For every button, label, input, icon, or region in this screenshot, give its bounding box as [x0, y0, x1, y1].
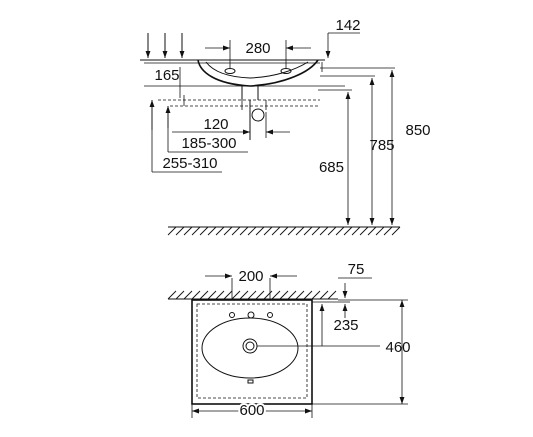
dim-142-label: 142 — [335, 17, 360, 34]
dim-850-label: 850 — [405, 122, 430, 139]
hatch-line — [263, 226, 273, 236]
dim-460-label: 460 — [385, 339, 410, 356]
basin-side-profile — [197, 59, 319, 100]
hatch-line — [175, 226, 185, 236]
hatch-line — [231, 226, 241, 236]
wall-hatching — [167, 290, 338, 300]
dim-142: 142 — [321, 17, 361, 72]
hatch-line — [367, 226, 377, 236]
hatch-line — [247, 290, 257, 300]
hatch-line — [183, 226, 193, 236]
floor-hatching — [167, 226, 401, 236]
hatch-line — [295, 290, 305, 300]
hatch-line — [167, 290, 177, 300]
dim-120: 120 — [172, 112, 290, 138]
hatch-line — [287, 226, 297, 236]
top-load-arrows — [145, 33, 185, 58]
dim-280: 280 — [205, 40, 311, 68]
dim-200-label: 200 — [238, 268, 263, 285]
hatch-line — [335, 226, 345, 236]
hatch-line — [351, 226, 361, 236]
hatch-line — [271, 290, 281, 300]
dim-185-300-label: 185-300 — [181, 135, 236, 152]
hatch-line — [183, 290, 193, 300]
hatch-line — [295, 226, 305, 236]
drain-hole — [242, 338, 258, 354]
hatch-line — [279, 226, 289, 236]
hatch-line — [383, 226, 393, 236]
dim-165-label: 165 — [154, 67, 179, 84]
hatch-line — [327, 290, 337, 300]
hatch-line — [311, 290, 321, 300]
hatch-line — [311, 226, 321, 236]
dim-600: 600 — [191, 400, 313, 421]
hatch-line — [223, 226, 233, 236]
hatch-line — [271, 226, 281, 236]
hatch-line — [255, 290, 265, 300]
dim-685: 685 — [319, 92, 351, 225]
dim-200: 200 — [205, 268, 297, 300]
dim-75: 75 — [312, 261, 372, 318]
hatch-line — [167, 226, 177, 236]
hatch-line — [239, 226, 249, 236]
hatch-line — [303, 290, 313, 300]
dim-280-label: 280 — [245, 40, 270, 57]
tap-hole-right — [267, 312, 273, 318]
hatch-line — [175, 290, 185, 300]
hatch-line — [207, 226, 217, 236]
hatch-line — [247, 226, 257, 236]
tap-hole-left — [229, 312, 235, 318]
dim-785-label: 785 — [369, 137, 394, 154]
hatch-line — [375, 226, 385, 236]
hatch-line — [279, 290, 289, 300]
dim-685-label: 685 — [319, 159, 344, 176]
hatch-line — [327, 226, 337, 236]
hatch-line — [287, 290, 297, 300]
dim-785: 785 — [369, 78, 395, 225]
hatch-line — [391, 226, 401, 236]
dim-185-300: 185-300 — [165, 106, 248, 153]
side-view: 280 142 165 — [140, 17, 431, 236]
hatch-line — [319, 290, 329, 300]
hatch-line — [199, 226, 209, 236]
hatch-line — [343, 226, 353, 236]
drain-connection — [241, 100, 267, 140]
dim-120-label: 120 — [203, 116, 228, 133]
hatch-line — [191, 226, 201, 236]
basin-top-view — [191, 299, 313, 405]
tap-hole-center — [247, 311, 255, 319]
dim-850: 850 — [389, 70, 431, 225]
hatch-line — [223, 290, 233, 300]
hatch-line — [239, 290, 249, 300]
dim-600-label: 600 — [239, 402, 264, 419]
dim-235: 235 — [257, 304, 380, 347]
dim-255-310: 255-310 — [149, 100, 222, 173]
hatch-line — [231, 290, 241, 300]
connection-lines — [158, 95, 320, 107]
top-view: 200 75 235 — [167, 261, 411, 421]
hatch-line — [255, 226, 265, 236]
dim-460: 460 — [312, 299, 411, 405]
hatch-line — [215, 226, 225, 236]
hatch-line — [319, 226, 329, 236]
dim-165: 165 — [144, 62, 345, 98]
dim-255-310-label: 255-310 — [162, 155, 217, 172]
hatch-line — [303, 226, 313, 236]
hatch-line — [191, 290, 201, 300]
hatch-line — [359, 226, 369, 236]
hatch-line — [215, 290, 225, 300]
dim-75-label: 75 — [348, 261, 365, 278]
hatch-line — [199, 290, 209, 300]
dim-235-label: 235 — [333, 317, 358, 334]
hatch-line — [207, 290, 217, 300]
hatch-line — [263, 290, 273, 300]
